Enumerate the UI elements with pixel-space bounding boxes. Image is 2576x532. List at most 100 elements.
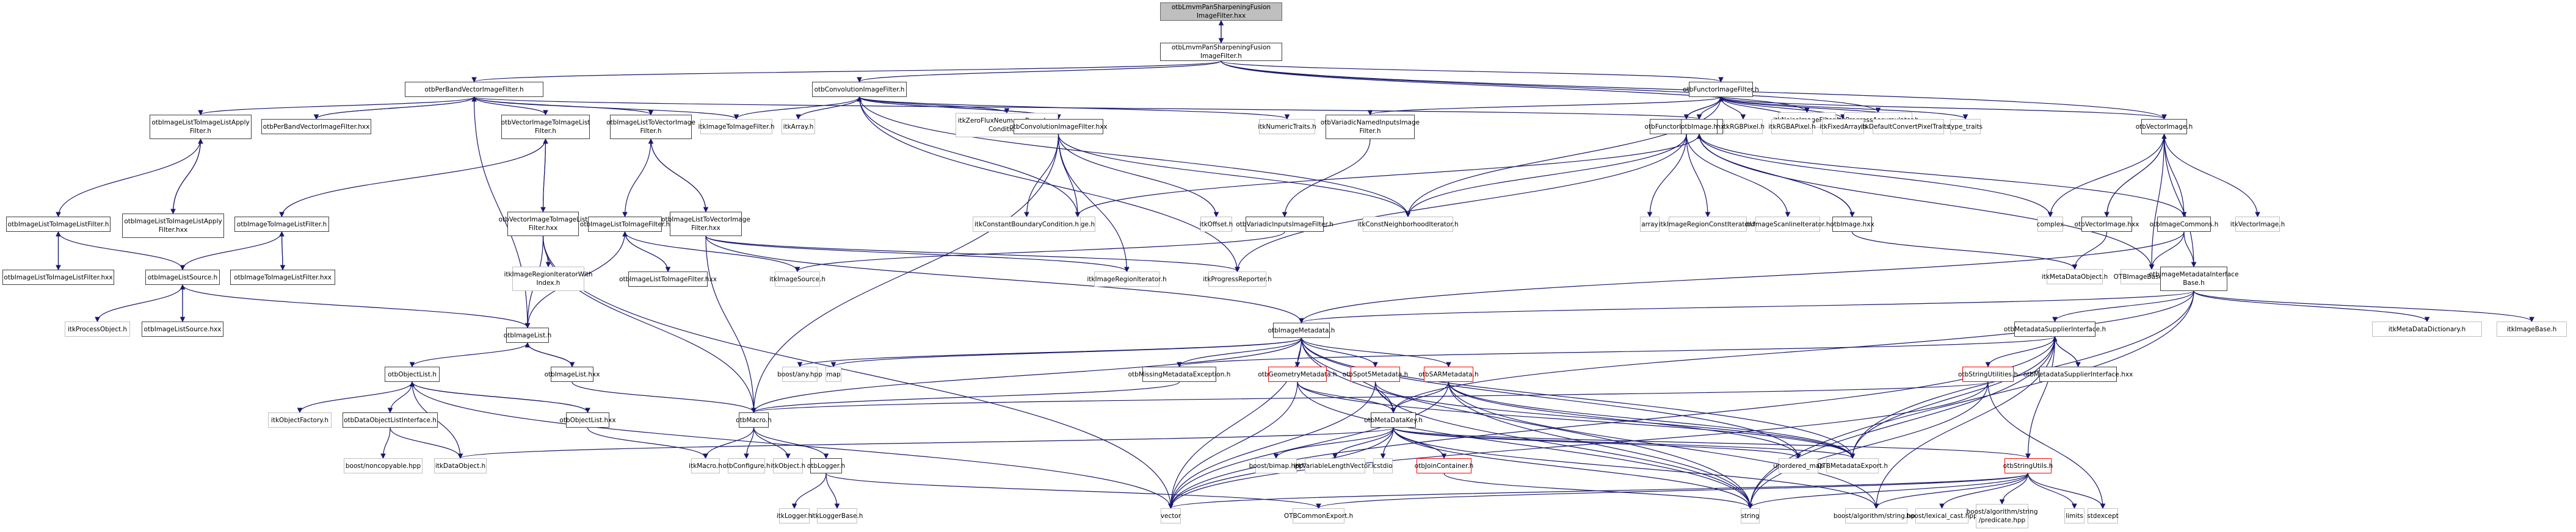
graph-node-strutil[interactable]: otbStringUtilities.h [1958, 367, 2018, 382]
graph-node-otbimage-hxx[interactable]: otbImage.hxx [1830, 217, 1874, 232]
arrowhead-il2vi_hxx-to-imgmeta [1299, 318, 1304, 324]
graph-node-rgb: itkRGBPixel.h [1722, 119, 1765, 134]
graph-node-joincont[interactable]: otbJoinContainer.h [1415, 458, 1473, 473]
graph-node-i2il-h[interactable]: otbImageToImageListFilter.h [234, 217, 329, 232]
arrowhead-strutils2-to-limits [2072, 503, 2077, 509]
graph-node-il2ilfilter-hxx[interactable]: otbImageListToImageListFilter.hxx [2, 270, 114, 285]
edge-il2ilapply_hxx-to-il2ilapply_h [172, 138, 201, 214]
graph-node-strutils2[interactable]: otbStringUtils.h [2003, 458, 2053, 473]
graph-node-functor-h[interactable]: otbFunctorImageFilter.h [1683, 82, 1759, 97]
graph-node-conv-hxx[interactable]: otbConvolutionImageFilter.hxx [1009, 119, 1108, 134]
edge-mdkey-to-dataobj [460, 427, 1394, 459]
edge-imdbase-to-imgmeta [1301, 290, 2194, 323]
graph-node-vi2il-h[interactable]: otbVectorImageToImageList Filter.h [501, 115, 590, 139]
graph-node-il2vi-h[interactable]: otbImageListToVectorImage Filter.h [606, 115, 695, 139]
graph-node-array-h: itkArray.h [782, 119, 815, 134]
edge-imgmeta-to-unordmap [1301, 337, 1799, 459]
arrowhead-mdkey-to-varlen [1332, 453, 1338, 459]
graph-node-sarmeta[interactable]: otbSARMetadata.h [1418, 367, 1479, 382]
graph-node-i2il-hxx[interactable]: otbImageToImageListFilter.hxx [230, 270, 335, 285]
graph-node-imgcommons[interactable]: otbImageCommons.h [2150, 217, 2218, 232]
edge-missingmeta-to-macro [753, 381, 1180, 413]
graph-node-dolistif[interactable]: otbDataObjectListInterface.h [343, 412, 438, 428]
graph-node-varinputs[interactable]: otbVariadicInputsImageFilter.h [1236, 217, 1333, 232]
arrowhead-mdkey-to-strutils2 [2025, 453, 2031, 459]
edge-spot5-to-string [1374, 381, 1751, 509]
edge-mdsupplier_hxx-to-mdsupplier_h [2054, 336, 2079, 367]
graph-node-imagelist-hxx[interactable]: otbImageList.hxx [545, 367, 600, 382]
graph-node-root[interactable]: otbLmvmPanSharpeningFusion ImageFilter.h… [1160, 2, 1282, 21]
graph-node-perband-hxx[interactable]: otbPerBandVectorImageFilter.hxx [261, 119, 371, 134]
arrowhead-macro-to-logger [823, 453, 829, 459]
graph-node-il2i-h[interactable]: otbImageListToImageFilter.h [580, 217, 670, 232]
edge-imgcommons-to-imgmeta [1301, 231, 2185, 323]
edge-objlist_h-to-objfactory [299, 381, 413, 413]
graph-node-constbound: itkConstantBoundaryCondition.h [973, 217, 1081, 232]
graph-node-mdexport: OTBMetadataExport.h [1817, 458, 1888, 473]
arrowhead-vi2il_h-to-i2il_h [279, 212, 285, 218]
graph-node-mdkey[interactable]: otbMetaDataKey.h [1364, 412, 1423, 428]
graph-node-lmvm-h[interactable]: otbLmvmPanSharpeningFusion ImageFilter.h [1160, 43, 1282, 61]
graph-node-regitwithidx: itkImageRegionIteratorWith Index.h [504, 267, 593, 291]
graph-node-il2vi-hxx[interactable]: otbImageListToVectorImage Filter.hxx [661, 212, 750, 236]
arrowhead-perband_h-to-il2ilapply_h [198, 110, 203, 116]
edge-conv_h-to-zeroflux [858, 96, 1007, 113]
graph-node-vi2il-hxx[interactable]: otbVectorImageToImageList Filter.hxx [499, 212, 587, 236]
graph-node-imgmeta[interactable]: otbImageMetadata.h [1268, 323, 1335, 338]
graph-node-perband-h[interactable]: otbPerBandVectorImageFilter.h [405, 82, 543, 97]
arrowhead-imgmeta-to-sarmeta [1446, 362, 1451, 368]
edge-il2ilfilter_h-to-ilsource_h [57, 231, 183, 270]
arrowhead-mdkey-to-mdexport [1849, 453, 1856, 459]
graph-node-ilsource-h[interactable]: otbImageListSource.h [145, 270, 220, 285]
arrowhead-il2vi_hxx-to-il2vi_h [648, 138, 654, 144]
edge-strutils2-to-string [1749, 473, 2029, 509]
arrowhead-imagelist_hxx-to-imagelist_h [524, 342, 531, 348]
graph-node-mdsupplier-hxx[interactable]: otbMetadataSupplierInterface.hxx [2023, 367, 2133, 382]
edge-mdkey-to-unordmap [1393, 427, 1799, 459]
edge-perband_h-to-i2if [473, 96, 737, 120]
graph-node-spot5[interactable]: otbSpot5Metadata.h [1343, 367, 1408, 382]
graph-node-conv-h[interactable]: otbConvolutionImageFilter.h [812, 82, 907, 97]
edge-otbimage_h-to-itkimage [1077, 134, 1700, 217]
edge-i2il_hxx-to-i2il_h [281, 231, 283, 270]
graph-node-lexcast: boost/lexical_cast.hpp [1906, 508, 1978, 523]
graph-node-missingmeta[interactable]: otbMissingMetadataException.h [1128, 367, 1230, 382]
graph-node-imagelist-h[interactable]: otbImageList.h [504, 328, 551, 343]
arrowhead-logger-to-loggerbase [834, 503, 840, 509]
arrowhead-perband_h-to-vi2il_h [543, 110, 548, 116]
graph-node-mdsupplier-h[interactable]: otbMetadataSupplierInterface.h [2004, 322, 2106, 337]
arrowhead-conv_h-to-i2if [733, 114, 739, 120]
arrowhead-macro-to-itkobject [785, 453, 791, 459]
graph-node-objlist-h[interactable]: otbObjectList.h [385, 367, 440, 382]
graph-node-geommeta[interactable]: otbGeometryMetadata.h [1258, 367, 1337, 382]
edge-mdsupplier_h-to-string [1749, 336, 2056, 509]
edge-il2vi_hxx-to-macro [705, 235, 755, 413]
edge-imgcommons-to-imdbase [2183, 231, 2194, 267]
graph-node-macro[interactable]: otbMacro.h [736, 412, 772, 428]
edge-objlist_hxx-to-itkmacro [587, 427, 706, 459]
arrowhead-otbimage_h-to-itkimage [1075, 212, 1081, 218]
graph-node-otbimage-h[interactable]: otbImage.h [1681, 119, 1718, 134]
edge-strutils2-to-limits [2027, 473, 2075, 509]
edge-strutils2-to-vector [1170, 473, 2029, 509]
graph-node-vecimg-hxx[interactable]: otbVectorImage.hxx [2075, 217, 2139, 232]
arrowhead-functor_h-to-otbimage_h [1696, 114, 1702, 120]
graph-node-imdbase[interactable]: otbImageMetadataInterface Base.h [2149, 267, 2238, 291]
graph-node-il2ilapply-h[interactable]: otbImageListToImageListApply Filter.h [150, 115, 252, 139]
graph-node-il2ilfilter-h[interactable]: otbImageListToImageListFilter.h [6, 217, 111, 232]
graph-node-varnamed[interactable]: otbVariadicNamedInputsImage Filter.h [1321, 115, 1420, 139]
edge-otbimage_hxx-to-metaobj [1851, 231, 2075, 270]
edge-mdsupplier_h-to-strutils2 [2027, 336, 2056, 459]
graph-node-objlist-hxx[interactable]: otbObjectList.hxx [559, 412, 616, 428]
graph-node-varlen: itkVariableLengthVector.h [1294, 458, 1376, 473]
arrowhead-mdkey-to-unordmap [1796, 453, 1801, 459]
graph-node-il2ilapply-hxx[interactable]: otbImageListToImageListApply Filter.hxx [122, 214, 224, 238]
graph-node-ilsource-hxx[interactable]: otbImageListSource.hxx [142, 322, 223, 337]
edge-functor_hxx-to-progrep [1236, 134, 1687, 272]
graph-node-vecimg-h[interactable]: otbVectorImage.h [2136, 119, 2193, 134]
graph-node-il2i-hxx[interactable]: otbImageListToImageFilter.hxx [619, 271, 717, 287]
graph-node-logger[interactable]: otbLogger.h [807, 458, 845, 473]
graph-node-boostalgstr: boost/algorithm/string.hpp [1834, 508, 1919, 523]
graph-node-bimap: boost/bimap.hpp [1249, 458, 1303, 473]
